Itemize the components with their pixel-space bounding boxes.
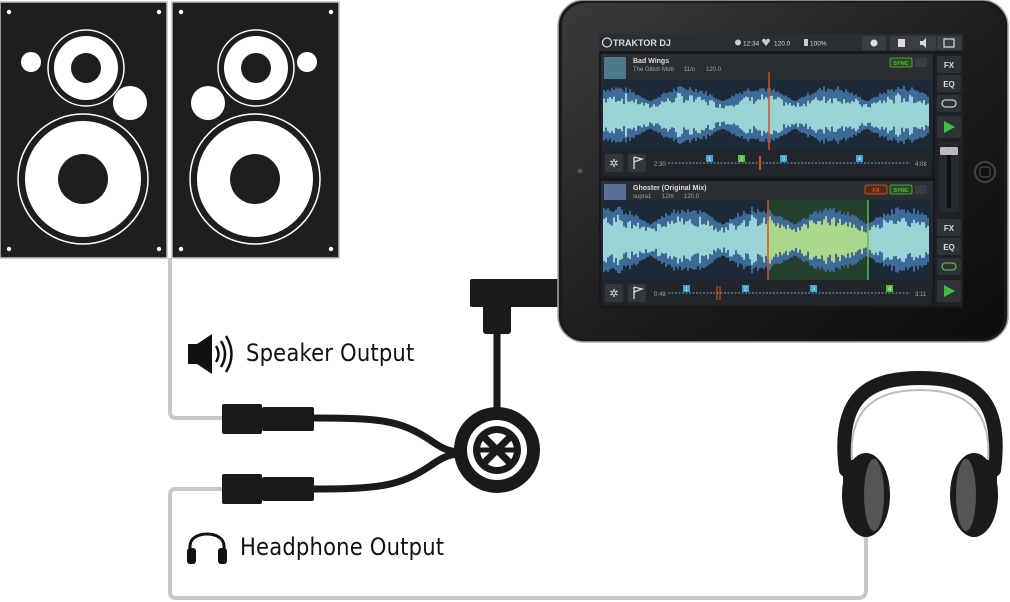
headphone-jack-plug bbox=[222, 474, 314, 504]
deck-a-elapsed: 2:30 bbox=[654, 162, 666, 168]
deck-b-artist: supra1 bbox=[633, 194, 652, 200]
headphone-output-label: Headphone Output bbox=[240, 533, 445, 561]
deck-b: ✲ bbox=[601, 181, 933, 306]
status-time: 12:34 bbox=[743, 41, 760, 48]
info-icon[interactable] bbox=[870, 39, 878, 47]
deck-b-flag-button[interactable] bbox=[628, 284, 646, 302]
side-controls bbox=[935, 54, 963, 306]
speaker-output-label: Speaker Output bbox=[246, 339, 415, 367]
headphone-icon bbox=[187, 532, 227, 564]
deck-a-cue-1[interactable]: 1 bbox=[708, 157, 711, 163]
deck-b-snowflake-button[interactable] bbox=[605, 284, 623, 302]
deck-a-fx-side-button[interactable] bbox=[937, 56, 961, 73]
layout-icon[interactable] bbox=[943, 38, 955, 48]
speaker-right bbox=[171, 1, 340, 259]
deck-b-fx-side-label: FX bbox=[944, 224, 955, 233]
status-bpm: 120.0 bbox=[774, 41, 791, 48]
flag-icon bbox=[633, 156, 645, 169]
snowflake-icon: ✲ bbox=[609, 288, 618, 300]
headphone-cable-path bbox=[168, 487, 868, 600]
deck-b-cue-4[interactable]: 4 bbox=[888, 287, 891, 293]
deck-a-sync-button[interactable] bbox=[889, 57, 913, 68]
deck-b-bpm: 120.0 bbox=[684, 194, 700, 200]
deck-a-flag-button[interactable] bbox=[628, 154, 646, 172]
traktor-logo-small-icon bbox=[601, 37, 613, 48]
deck-b-eq-side-button[interactable] bbox=[937, 238, 961, 255]
deck-b-cue-1[interactable]: 1 bbox=[685, 287, 688, 293]
deck-a-length: 11m bbox=[684, 67, 695, 73]
volume-icon[interactable] bbox=[920, 38, 926, 48]
play-icon bbox=[944, 121, 955, 133]
deck-a-loop-button[interactable] bbox=[937, 95, 961, 112]
ipad-jack-plug bbox=[470, 279, 562, 334]
library-icon[interactable] bbox=[898, 39, 905, 47]
ipad: ✲ bbox=[557, 0, 1009, 343]
speaker-cable-path bbox=[168, 258, 228, 420]
deck-b-loop-button[interactable] bbox=[937, 258, 961, 275]
deck-a-snowflake-button[interactable] bbox=[605, 154, 623, 172]
deck-a-cue-2[interactable]: 2 bbox=[740, 157, 743, 163]
deck-b-elapsed: 0:48 bbox=[654, 292, 666, 298]
deck-b-remaining: 3:11 bbox=[915, 292, 927, 298]
deck-a-title: Bad Wings bbox=[633, 58, 669, 65]
deck-b-sync-button[interactable] bbox=[889, 184, 913, 195]
deck-a-cue-4[interactable]: 4 bbox=[858, 157, 861, 163]
deck-a-bpm: 120.0 bbox=[706, 67, 722, 73]
deck-a-waveform bbox=[603, 85, 929, 145]
speaker-icon bbox=[188, 334, 233, 374]
play-icon bbox=[944, 285, 955, 297]
traktor-dj-screen: ✲ bbox=[599, 34, 963, 308]
deck-a-fx-side-label: FX bbox=[944, 61, 955, 70]
app-name: TRAKTOR DJ bbox=[613, 38, 671, 48]
speaker-left bbox=[0, 1, 168, 259]
headphones bbox=[837, 370, 1003, 537]
deck-b-fx-button[interactable] bbox=[864, 184, 888, 195]
deck-b-fx-label: FX bbox=[872, 188, 879, 194]
deck-b-title: Ghoster (Original Mix) bbox=[633, 185, 707, 192]
deck-a-cue-3[interactable]: 3 bbox=[782, 157, 785, 163]
deck-a-remaining: 4:08 bbox=[915, 162, 927, 168]
deck-b-waveform bbox=[603, 206, 929, 274]
deck-b-cue-3[interactable]: 3 bbox=[812, 287, 815, 293]
deck-a-sync-label: SYNC bbox=[893, 61, 908, 67]
deck-a: ✲ bbox=[601, 54, 933, 178]
y-splitter-cable bbox=[222, 279, 562, 504]
deck-b-fx-side-button[interactable] bbox=[937, 219, 961, 236]
snowflake-icon: ✲ bbox=[609, 158, 618, 170]
deck-a-cover-art bbox=[604, 57, 626, 79]
traktor-logo-icon bbox=[454, 407, 540, 493]
deck-a-eq-side-button[interactable] bbox=[937, 75, 961, 92]
deck-a-artist: The Glitch Mob bbox=[633, 67, 674, 73]
flag-icon bbox=[633, 286, 645, 299]
status-battery: 100% bbox=[810, 41, 827, 48]
deck-b-length: 12m bbox=[662, 194, 674, 200]
deck-a-eq-side-label: EQ bbox=[943, 80, 955, 89]
deck-b-cue-2[interactable]: 2 bbox=[744, 287, 747, 293]
deck-a-grid-button[interactable] bbox=[915, 58, 927, 67]
speaker-jack-plug bbox=[222, 404, 314, 434]
bpm-heart-icon bbox=[762, 38, 770, 46]
deck-b-eq-side-label: EQ bbox=[943, 243, 955, 252]
battery-icon bbox=[804, 39, 808, 46]
deck-b-grid-button[interactable] bbox=[915, 185, 927, 194]
deck-b-sync-label: SYNC bbox=[893, 188, 908, 194]
